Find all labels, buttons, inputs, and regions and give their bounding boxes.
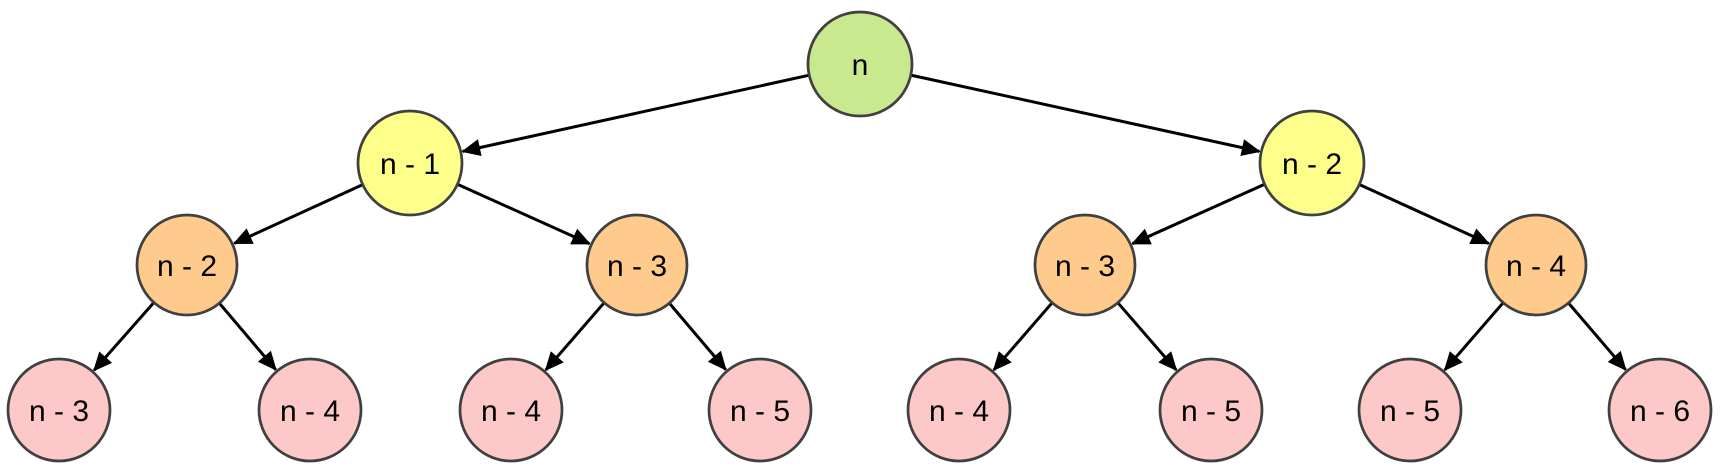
tree-node-circle-l — [356, 109, 464, 217]
tree-edge-ll-lll — [92, 301, 156, 372]
tree-node-lll: n - 3 — [6, 357, 112, 463]
tree-edge-rr-rrr — [1567, 302, 1627, 371]
tree-node-label-l: n - 1 — [380, 148, 440, 181]
tree-node-label-rll: n - 4 — [929, 395, 989, 428]
tree-node-circle-root — [806, 10, 914, 118]
tree-node-label-rr: n - 4 — [1506, 250, 1566, 283]
tree-node-circle-rr — [1484, 213, 1588, 317]
tree-node-circle-lrr — [707, 357, 813, 463]
tree-node-lrl: n - 4 — [458, 357, 564, 463]
tree-node-circle-rlr — [1158, 357, 1264, 463]
tree-node-circle-rll — [906, 357, 1012, 463]
tree-node-lr: n - 3 — [585, 213, 689, 317]
tree-node-rll: n - 4 — [906, 357, 1012, 463]
tree-edge-lr-lrl — [544, 301, 606, 372]
tree-node-label-ll: n - 2 — [157, 250, 217, 283]
tree-edge-rr-rrl — [1443, 301, 1505, 372]
tree-node-label-rlr: n - 5 — [1181, 395, 1241, 428]
tree-node-label-llr: n - 4 — [280, 395, 340, 428]
tree-node-circle-lr — [585, 213, 689, 317]
tree-edge-rl-rlr — [1116, 301, 1178, 372]
tree-node-r: n - 2 — [1258, 109, 1366, 217]
tree-node-label-rrr: n - 6 — [1630, 395, 1690, 428]
tree-node-label-lrr: n - 5 — [730, 395, 790, 428]
tree-node-label-lll: n - 3 — [29, 395, 89, 428]
tree-edge-l-ll — [232, 183, 364, 245]
tree-edge-root-l — [461, 73, 810, 156]
tree-node-rrr: n - 6 — [1607, 357, 1713, 463]
tree-node-l: n - 1 — [356, 109, 464, 217]
tree-node-circle-r — [1258, 109, 1366, 217]
tree-edge-r-rr — [1358, 183, 1491, 245]
tree-node-label-rl: n - 3 — [1055, 250, 1115, 283]
nodes-layer: n n - 1 n - 2 n - 2 n - 3 n - 3 n - 4 n - 3 n - … — [6, 10, 1713, 463]
tree-node-rr: n - 4 — [1484, 213, 1588, 317]
tree-edge-l-lr — [456, 182, 591, 246]
tree-edge-root-r — [910, 73, 1261, 157]
tree-node-circle-lll — [6, 357, 112, 463]
tree-node-rrl: n - 5 — [1357, 357, 1463, 463]
tree-node-rlr: n - 5 — [1158, 357, 1264, 463]
tree-node-circle-ll — [135, 213, 239, 317]
tree-node-circle-rl — [1033, 213, 1137, 317]
tree-node-llr: n - 4 — [257, 357, 363, 463]
tree-node-rl: n - 3 — [1033, 213, 1137, 317]
tree-node-circle-llr — [257, 357, 363, 463]
tree-node-circle-rrr — [1607, 357, 1713, 463]
tree-edge-ll-llr — [218, 302, 277, 371]
tree-node-ll: n - 2 — [135, 213, 239, 317]
tree-node-label-r: n - 2 — [1282, 148, 1342, 181]
tree-edge-r-rl — [1131, 182, 1266, 246]
tree-node-root: n — [806, 10, 914, 118]
tree-node-label-rrl: n - 5 — [1380, 395, 1440, 428]
tree-edge-lr-lrr — [668, 302, 727, 371]
tree-node-label-lr: n - 3 — [607, 250, 667, 283]
tree-node-circle-lrl — [458, 357, 564, 463]
tree-node-lrr: n - 5 — [707, 357, 813, 463]
tree-edge-rl-rll — [992, 301, 1054, 372]
edges-layer — [92, 73, 1627, 372]
tree-node-label-root: n — [852, 49, 869, 82]
tree-node-circle-rrl — [1357, 357, 1463, 463]
tree-node-label-lrl: n - 4 — [481, 395, 541, 428]
